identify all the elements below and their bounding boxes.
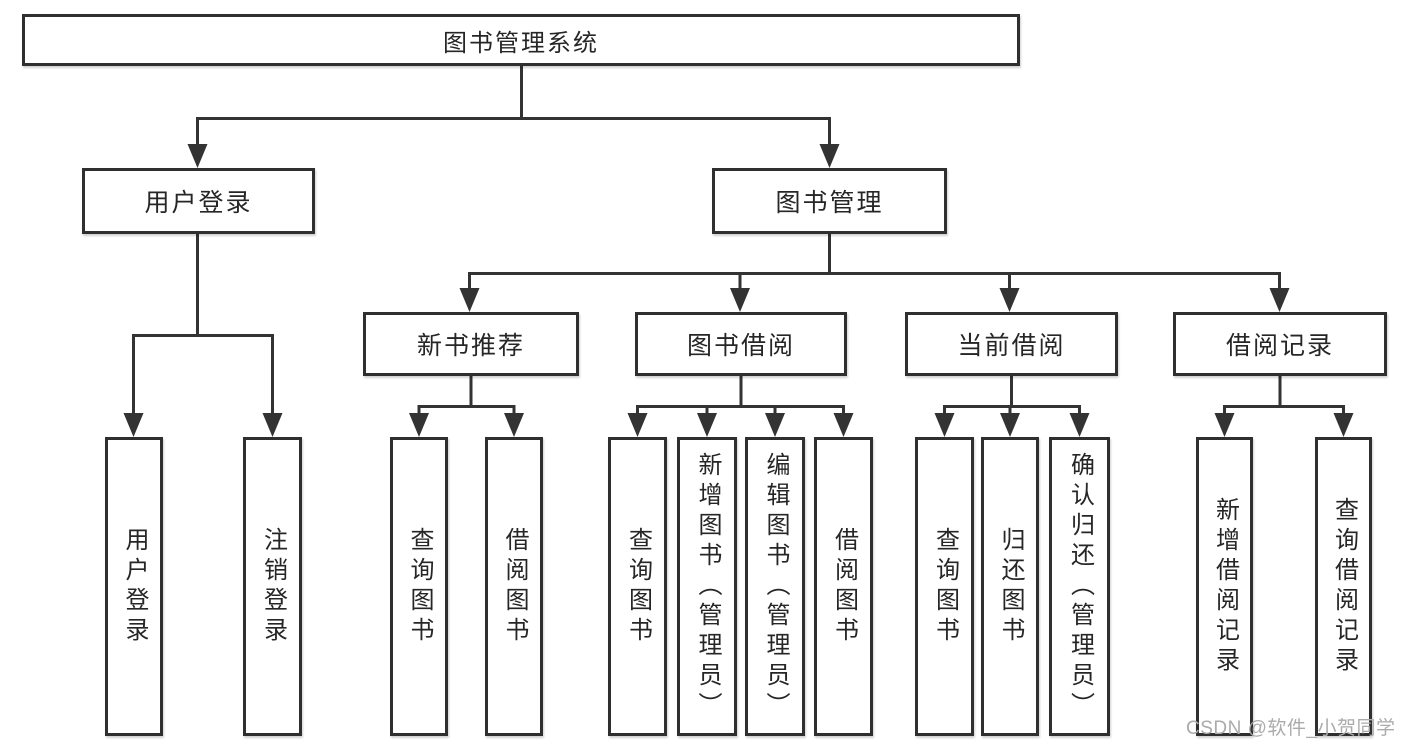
arrow-down-icon <box>504 413 524 437</box>
leaf-label: 借阅图书 <box>830 526 858 647</box>
arrow-down-icon <box>1000 413 1020 437</box>
leaf-label: 注销登录 <box>259 526 287 647</box>
leaf-newbooks-query: 查询图书 <box>390 437 448 736</box>
arrow-down-icon <box>819 144 840 168</box>
connector-borrow-records-to-leaves <box>1214 374 1354 437</box>
arrow-down-icon <box>697 413 717 437</box>
node-label: 用户登录 <box>144 189 253 217</box>
leaf-current-confirm-admin: 确认归还（管理员） <box>1049 437 1110 736</box>
leaf-label: 查询图书 <box>624 526 652 647</box>
connector-book-borrow-to-leaves <box>627 374 854 437</box>
node-label: 图书管理 <box>775 189 884 217</box>
leaf-borrow-add-admin: 新增图书（管理员） <box>677 437 737 736</box>
node-root-system: 图书管理系统 <box>22 14 1020 66</box>
connector-line <box>636 374 845 418</box>
arrow-down-icon <box>934 413 955 437</box>
connector-book-mgmt-to-level3 <box>459 232 1290 312</box>
leaf-label: 借阅图书 <box>501 526 528 647</box>
arrow-down-icon <box>187 144 208 168</box>
leaf-label: 归还图书 <box>997 526 1024 647</box>
node-label: 当前借阅 <box>957 332 1066 360</box>
node-user-login: 用户登录 <box>82 168 315 234</box>
leaf-label: 新增图书（管理员） <box>694 451 721 722</box>
connector-user-login-to-leaves <box>123 232 283 437</box>
leaf-records-add: 新增借阅记录 <box>1196 437 1253 736</box>
arrow-down-icon <box>765 413 785 437</box>
arrow-down-icon <box>833 413 854 437</box>
arrow-down-icon <box>459 288 480 312</box>
node-new-book-recommend: 新书推荐 <box>363 312 579 376</box>
leaf-label: 编辑图书（管理员） <box>762 451 789 722</box>
arrow-down-icon <box>730 288 750 312</box>
arrow-down-icon <box>1069 413 1090 437</box>
arrow-down-icon <box>1214 413 1235 437</box>
node-current-borrow: 当前借阅 <box>905 312 1118 376</box>
watermark: CSDN @软件_小贺同学 <box>1186 718 1396 739</box>
leaf-label: 新增借阅记录 <box>1211 496 1239 677</box>
leaf-newbooks-borrow: 借阅图书 <box>485 437 543 736</box>
arrow-down-icon <box>123 413 144 437</box>
leaf-label: 查询借阅记录 <box>1330 496 1358 677</box>
leaf-current-return: 归还图书 <box>981 437 1039 736</box>
leaf-borrow-query: 查询图书 <box>608 437 667 736</box>
node-label: 新书推荐 <box>416 332 525 360</box>
leaf-records-query: 查询借阅记录 <box>1315 437 1372 736</box>
connector-new-books-to-leaves <box>409 374 524 437</box>
connector-line <box>1223 374 1345 418</box>
node-label: 图书管理系统 <box>443 29 599 57</box>
node-borrow-records: 借阅记录 <box>1173 312 1387 376</box>
leaf-label: 确认归还（管理员） <box>1066 451 1094 722</box>
leaf-borrow-edit-admin: 编辑图书（管理员） <box>745 437 805 736</box>
node-label: 图书借阅 <box>686 332 795 360</box>
node-book-management: 图书管理 <box>712 168 947 234</box>
connector-line <box>196 64 831 148</box>
connector-line <box>943 374 1081 418</box>
leaf-user-login: 用户登录 <box>105 437 163 736</box>
leaf-logout: 注销登录 <box>243 437 302 736</box>
leaf-label: 查询图书 <box>931 526 959 647</box>
leaf-borrow-borrow: 借阅图书 <box>814 437 873 736</box>
connector-line <box>132 232 274 418</box>
node-book-borrow: 图书借阅 <box>635 312 847 376</box>
connector-current-borrow-to-leaves <box>934 374 1090 437</box>
leaf-current-query: 查询图书 <box>915 437 974 736</box>
arrow-down-icon <box>262 413 283 437</box>
arrow-down-icon <box>999 288 1020 312</box>
leaf-label: 用户登录 <box>121 526 148 647</box>
arrow-down-icon <box>1333 413 1354 437</box>
connector-line <box>468 232 1281 292</box>
arrow-down-icon <box>627 413 648 437</box>
leaf-label: 查询图书 <box>406 526 433 647</box>
arrow-down-icon <box>409 413 429 437</box>
arrow-down-icon <box>1269 288 1290 312</box>
connector-line <box>417 374 516 418</box>
connector-root-to-level2 <box>187 64 840 168</box>
node-label: 借阅记录 <box>1225 332 1334 360</box>
